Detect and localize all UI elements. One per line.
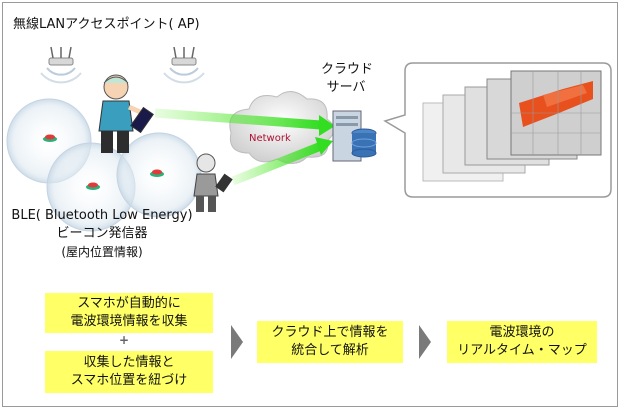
step-map-box: 電波環境の リアルタイム・マップ: [447, 321, 597, 363]
network-illustration: [6, 46, 612, 232]
data-flow-arrows: [154, 108, 335, 186]
step-collect-line2: 電波環境情報を収集: [70, 314, 188, 329]
network-label: Network: [249, 133, 291, 144]
cloud-server-label-line1: クラウド: [321, 62, 374, 77]
cloud-server-label: クラウド サーバ: [321, 61, 374, 97]
ble-label-line1: BLE( Bluetooth Low Energy): [11, 208, 193, 223]
ble-label-line2: ビーコン発信器: [56, 226, 148, 241]
step-map-line2: リアルタイム・マップ: [457, 343, 587, 358]
access-point-icon: [40, 46, 205, 84]
step-link-line2: スマホ位置を紐づけ: [70, 373, 188, 388]
ble-beacon-label: BLE( Bluetooth Low Energy) ビーコン発信器 (屋内位置…: [11, 207, 193, 261]
step-analyze-box: クラウド上で情報を 統合して解析: [257, 321, 403, 363]
step-analyze-line2: 統合して解析: [291, 343, 369, 358]
cloud-server-icon: [332, 110, 377, 162]
wireless-ap-label: 無線LANアクセスポイント( AP): [13, 17, 200, 32]
chevron-right-icon: [419, 325, 431, 359]
cloud-server-label-line2: サーバ: [326, 80, 366, 95]
ble-beacon-icon: [43, 134, 164, 190]
step-map-line1: 電波環境の: [489, 325, 555, 340]
person-with-smartphone-icon: [98, 74, 154, 153]
beacon-range-circles: [6, 98, 202, 232]
step-link-box: 収集した情報と スマホ位置を紐づけ: [45, 351, 213, 393]
radio-heatmap-icon: [422, 70, 602, 182]
step-link-line1: 収集した情報と: [83, 355, 175, 370]
step-collect-line1: スマホが自動的に: [77, 296, 181, 311]
diagram-frame: 無線LANアクセスポイント( AP): [2, 2, 618, 407]
chevron-right-icon: [231, 325, 243, 359]
step-collect-box: スマホが自動的に 電波環境情報を収集: [45, 293, 213, 333]
person-gray-icon: [193, 153, 233, 212]
step-analyze-line1: クラウド上で情報を: [271, 325, 389, 340]
ble-label-line3: (屋内位置情報): [61, 245, 143, 259]
plus-sign: +: [119, 333, 130, 347]
